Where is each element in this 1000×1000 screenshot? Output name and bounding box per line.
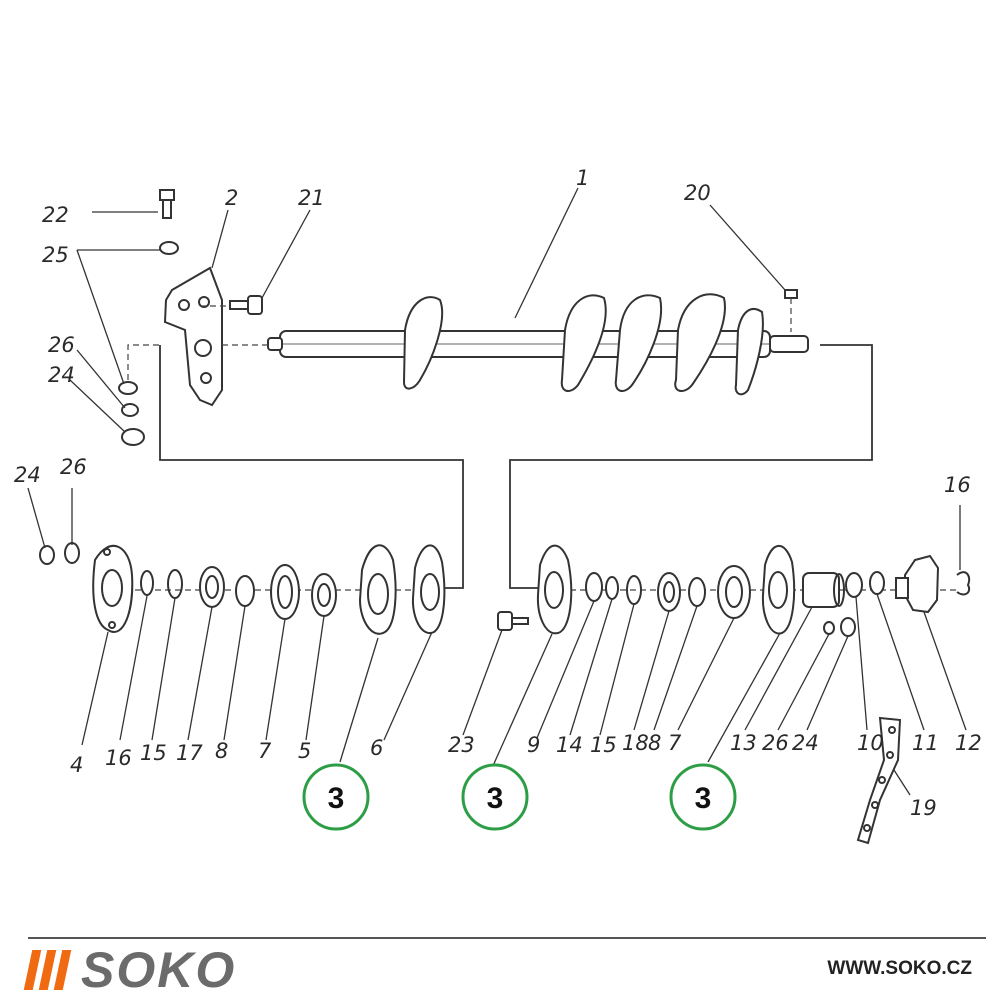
ring-8-right <box>688 577 706 607</box>
housing-7-right <box>717 565 751 619</box>
auger-shaft <box>267 293 809 396</box>
part-label-21: 21 <box>298 186 325 210</box>
svg-text:3: 3 <box>487 782 504 815</box>
part-label-25: 25 <box>42 243 69 267</box>
part-label-5: 5 <box>298 739 311 763</box>
washer-10 <box>845 572 863 598</box>
bolt-21 <box>200 295 263 315</box>
assembly-bracket-right <box>509 344 873 589</box>
svg-text:3: 3 <box>695 782 712 815</box>
bearing-5 <box>311 573 337 617</box>
bolt-22 <box>159 189 175 219</box>
part-label-19: 19 <box>910 796 937 820</box>
clip-16-right <box>956 571 971 596</box>
housing-7 <box>270 564 300 620</box>
part-label-2: 2 <box>225 186 238 210</box>
part-label-13: 13 <box>730 731 757 755</box>
part-label-17: 17 <box>176 741 203 765</box>
part-label-24-right: 24 <box>792 731 819 755</box>
bearing-18 <box>657 572 681 612</box>
nut-24-left <box>39 545 55 565</box>
ring-8 <box>235 575 255 607</box>
brand-name: SOKO <box>81 942 237 998</box>
leader-lines <box>27 187 967 796</box>
washer-26-left <box>64 542 80 564</box>
assembly-bracket-left <box>159 345 464 589</box>
clip-14 <box>605 576 619 600</box>
ring-9 <box>585 572 603 602</box>
part-label-7: 7 <box>258 739 272 763</box>
badge-3-left: 3 <box>302 763 370 831</box>
part-label-24-top: 24 <box>48 363 75 387</box>
gasket-6 <box>411 544 446 635</box>
part-label-16: 16 <box>105 746 132 770</box>
part-label-6: 6 <box>370 736 383 760</box>
nut-24-right <box>840 617 856 637</box>
part-label-18: 18 <box>622 731 649 755</box>
part-label-10: 10 <box>857 731 884 755</box>
footer-divider <box>28 937 986 939</box>
clip-16 <box>140 570 154 596</box>
svg-text:3: 3 <box>328 782 345 815</box>
part-label-8: 8 <box>215 739 228 763</box>
washer-25 <box>159 241 179 255</box>
part-label-12: 12 <box>955 731 982 755</box>
exploded-parts-diagram: 1 2 20 21 22 25 26 24 24 26 16 4 16 15 1… <box>14 166 982 845</box>
mounting-plate <box>163 266 268 407</box>
washer-11 <box>869 571 885 595</box>
website-url[interactable]: WWW.SOKO.CZ <box>827 958 972 979</box>
part-label-11: 11 <box>912 731 939 755</box>
part-label-15: 15 <box>140 741 167 765</box>
part-label-26-left: 26 <box>60 455 87 479</box>
part-label-14: 14 <box>556 733 583 757</box>
bolt-23 <box>497 611 529 631</box>
part-label-1: 1 <box>576 166 589 190</box>
part-label-7-right: 7 <box>668 731 682 755</box>
flange-3-middle <box>536 544 573 635</box>
brand-logo: SOKO <box>23 942 236 998</box>
part-label-24-left: 24 <box>14 463 41 487</box>
sprocket-12 <box>895 554 940 614</box>
flange-4 <box>92 544 134 633</box>
brand-stripes-icon <box>23 950 72 990</box>
part-label-4: 4 <box>70 753 83 777</box>
bearing-17 <box>199 566 225 608</box>
washer-25-lower <box>118 381 138 395</box>
o-ring-15 <box>167 569 183 599</box>
flange-3-left <box>358 544 397 635</box>
part-label-22: 22 <box>42 203 69 227</box>
sleeve-13 <box>802 572 845 608</box>
badge-3-right: 3 <box>669 763 737 831</box>
part-label-23: 23 <box>448 733 475 757</box>
washer-26-right <box>823 621 835 635</box>
part-label-26-right: 26 <box>762 731 789 755</box>
washer-26 <box>121 403 139 417</box>
pin-20 <box>784 289 798 299</box>
part-label-15-right: 15 <box>590 733 617 757</box>
part-label-9: 9 <box>527 733 540 757</box>
part-label-20: 20 <box>684 181 711 205</box>
chain-19 <box>856 716 902 845</box>
part-label-26-top: 26 <box>48 333 75 357</box>
part-label-8-right: 8 <box>648 731 661 755</box>
part-label-16-right: 16 <box>944 473 971 497</box>
badge-3-middle: 3 <box>461 763 529 831</box>
flange-3-right <box>761 544 796 635</box>
nut-24 <box>121 428 145 446</box>
